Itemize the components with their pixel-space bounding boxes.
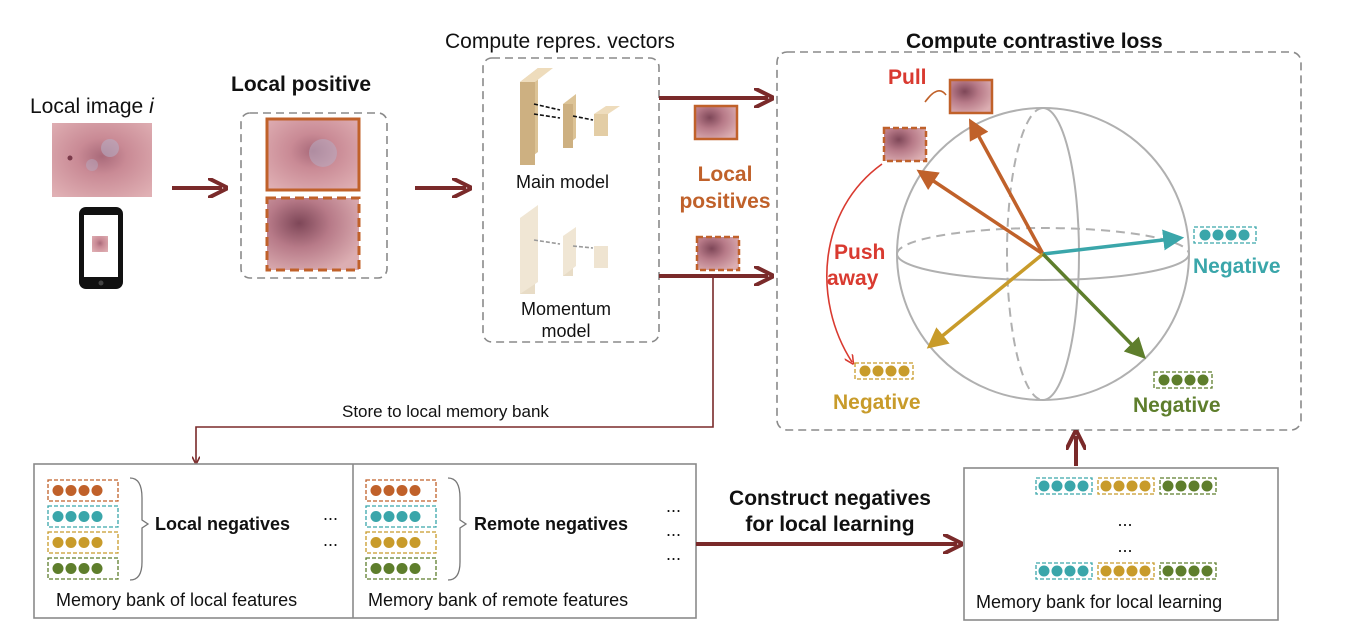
construct-label-1: Construct negatives xyxy=(729,487,931,510)
local-positive-title: Local positive xyxy=(231,73,372,96)
pull-arrow xyxy=(924,90,947,103)
negative-green-label: Negative xyxy=(1133,394,1221,417)
local-ellipsis-1: ... xyxy=(323,504,339,524)
push-label-2: away xyxy=(827,267,879,290)
bank-local-caption: Memory bank of local features xyxy=(56,590,298,610)
momentum-output-crop xyxy=(695,235,741,272)
store-arrow xyxy=(196,276,714,462)
smartphone-icon xyxy=(79,207,123,289)
momentum-network-icon xyxy=(520,205,608,294)
loss-positive-crop-a xyxy=(948,78,994,115)
compute-vectors-title: Compute repres. vectors xyxy=(445,30,675,53)
feature-vector-icon xyxy=(1153,371,1213,389)
learning-ellipsis-1: ... xyxy=(1117,510,1133,530)
remote-ellipsis-2: ... xyxy=(666,520,682,540)
models-box xyxy=(482,57,660,343)
construct-label-2: for local learning xyxy=(745,513,915,536)
remote-vector-stack xyxy=(365,477,468,581)
push-label-1: Push xyxy=(834,241,886,264)
learning-ellipsis-2: ... xyxy=(1117,536,1133,556)
memory-bank-box xyxy=(33,463,697,619)
positive-crop-dashed xyxy=(265,196,361,272)
remote-negatives-label: Remote negatives xyxy=(474,514,629,534)
momentum-model-label-1: Momentum xyxy=(520,299,612,319)
negative-gold-label: Negative xyxy=(833,391,921,414)
vector-arrow-green xyxy=(1041,252,1146,359)
vector-arrow-positive-a xyxy=(968,118,1045,255)
compute-loss-title: Compute contrastive loss xyxy=(906,30,1163,53)
vector-arrow-teal xyxy=(1042,229,1185,256)
main-model-label: Main model xyxy=(516,172,610,192)
neural-network-icon xyxy=(520,68,620,165)
vector-arrow-positive-b xyxy=(916,169,1044,256)
pull-label: Pull xyxy=(888,66,927,89)
local-vector-stack xyxy=(47,477,150,581)
feature-vector-icon xyxy=(1193,226,1257,244)
remote-ellipsis-3: ... xyxy=(666,544,682,564)
bank-learning-caption: Memory bank for local learning xyxy=(976,592,1223,612)
store-label: Store to local memory bank xyxy=(342,402,549,421)
feature-vector-icon xyxy=(854,362,914,380)
local-positives-label-1: Local xyxy=(697,163,753,186)
positive-crop-solid xyxy=(265,117,361,192)
local-image-label: Local image i xyxy=(30,95,154,118)
local-ellipsis-2: ... xyxy=(323,530,339,550)
learning-vectors-top xyxy=(1035,477,1217,495)
loss-box xyxy=(776,51,1302,431)
push-arrow xyxy=(826,163,883,362)
local-positives-label-2: positives xyxy=(679,190,771,213)
local-negatives-label: Local negatives xyxy=(155,514,291,534)
local-positive-box xyxy=(240,112,388,279)
vector-arrow-gold xyxy=(926,252,1045,349)
loss-positive-crop-b xyxy=(882,126,928,163)
learning-bank-box xyxy=(963,467,1279,621)
momentum-model-label-2: model xyxy=(541,321,591,341)
negative-teal-label: Negative xyxy=(1193,255,1281,278)
learning-vectors-bottom xyxy=(1035,562,1217,580)
main-output-crop xyxy=(693,104,739,141)
local-image xyxy=(52,123,152,197)
hypersphere-icon xyxy=(896,107,1190,401)
remote-ellipsis-1: ... xyxy=(666,496,682,516)
bank-remote-caption: Memory bank of remote features xyxy=(368,590,629,610)
